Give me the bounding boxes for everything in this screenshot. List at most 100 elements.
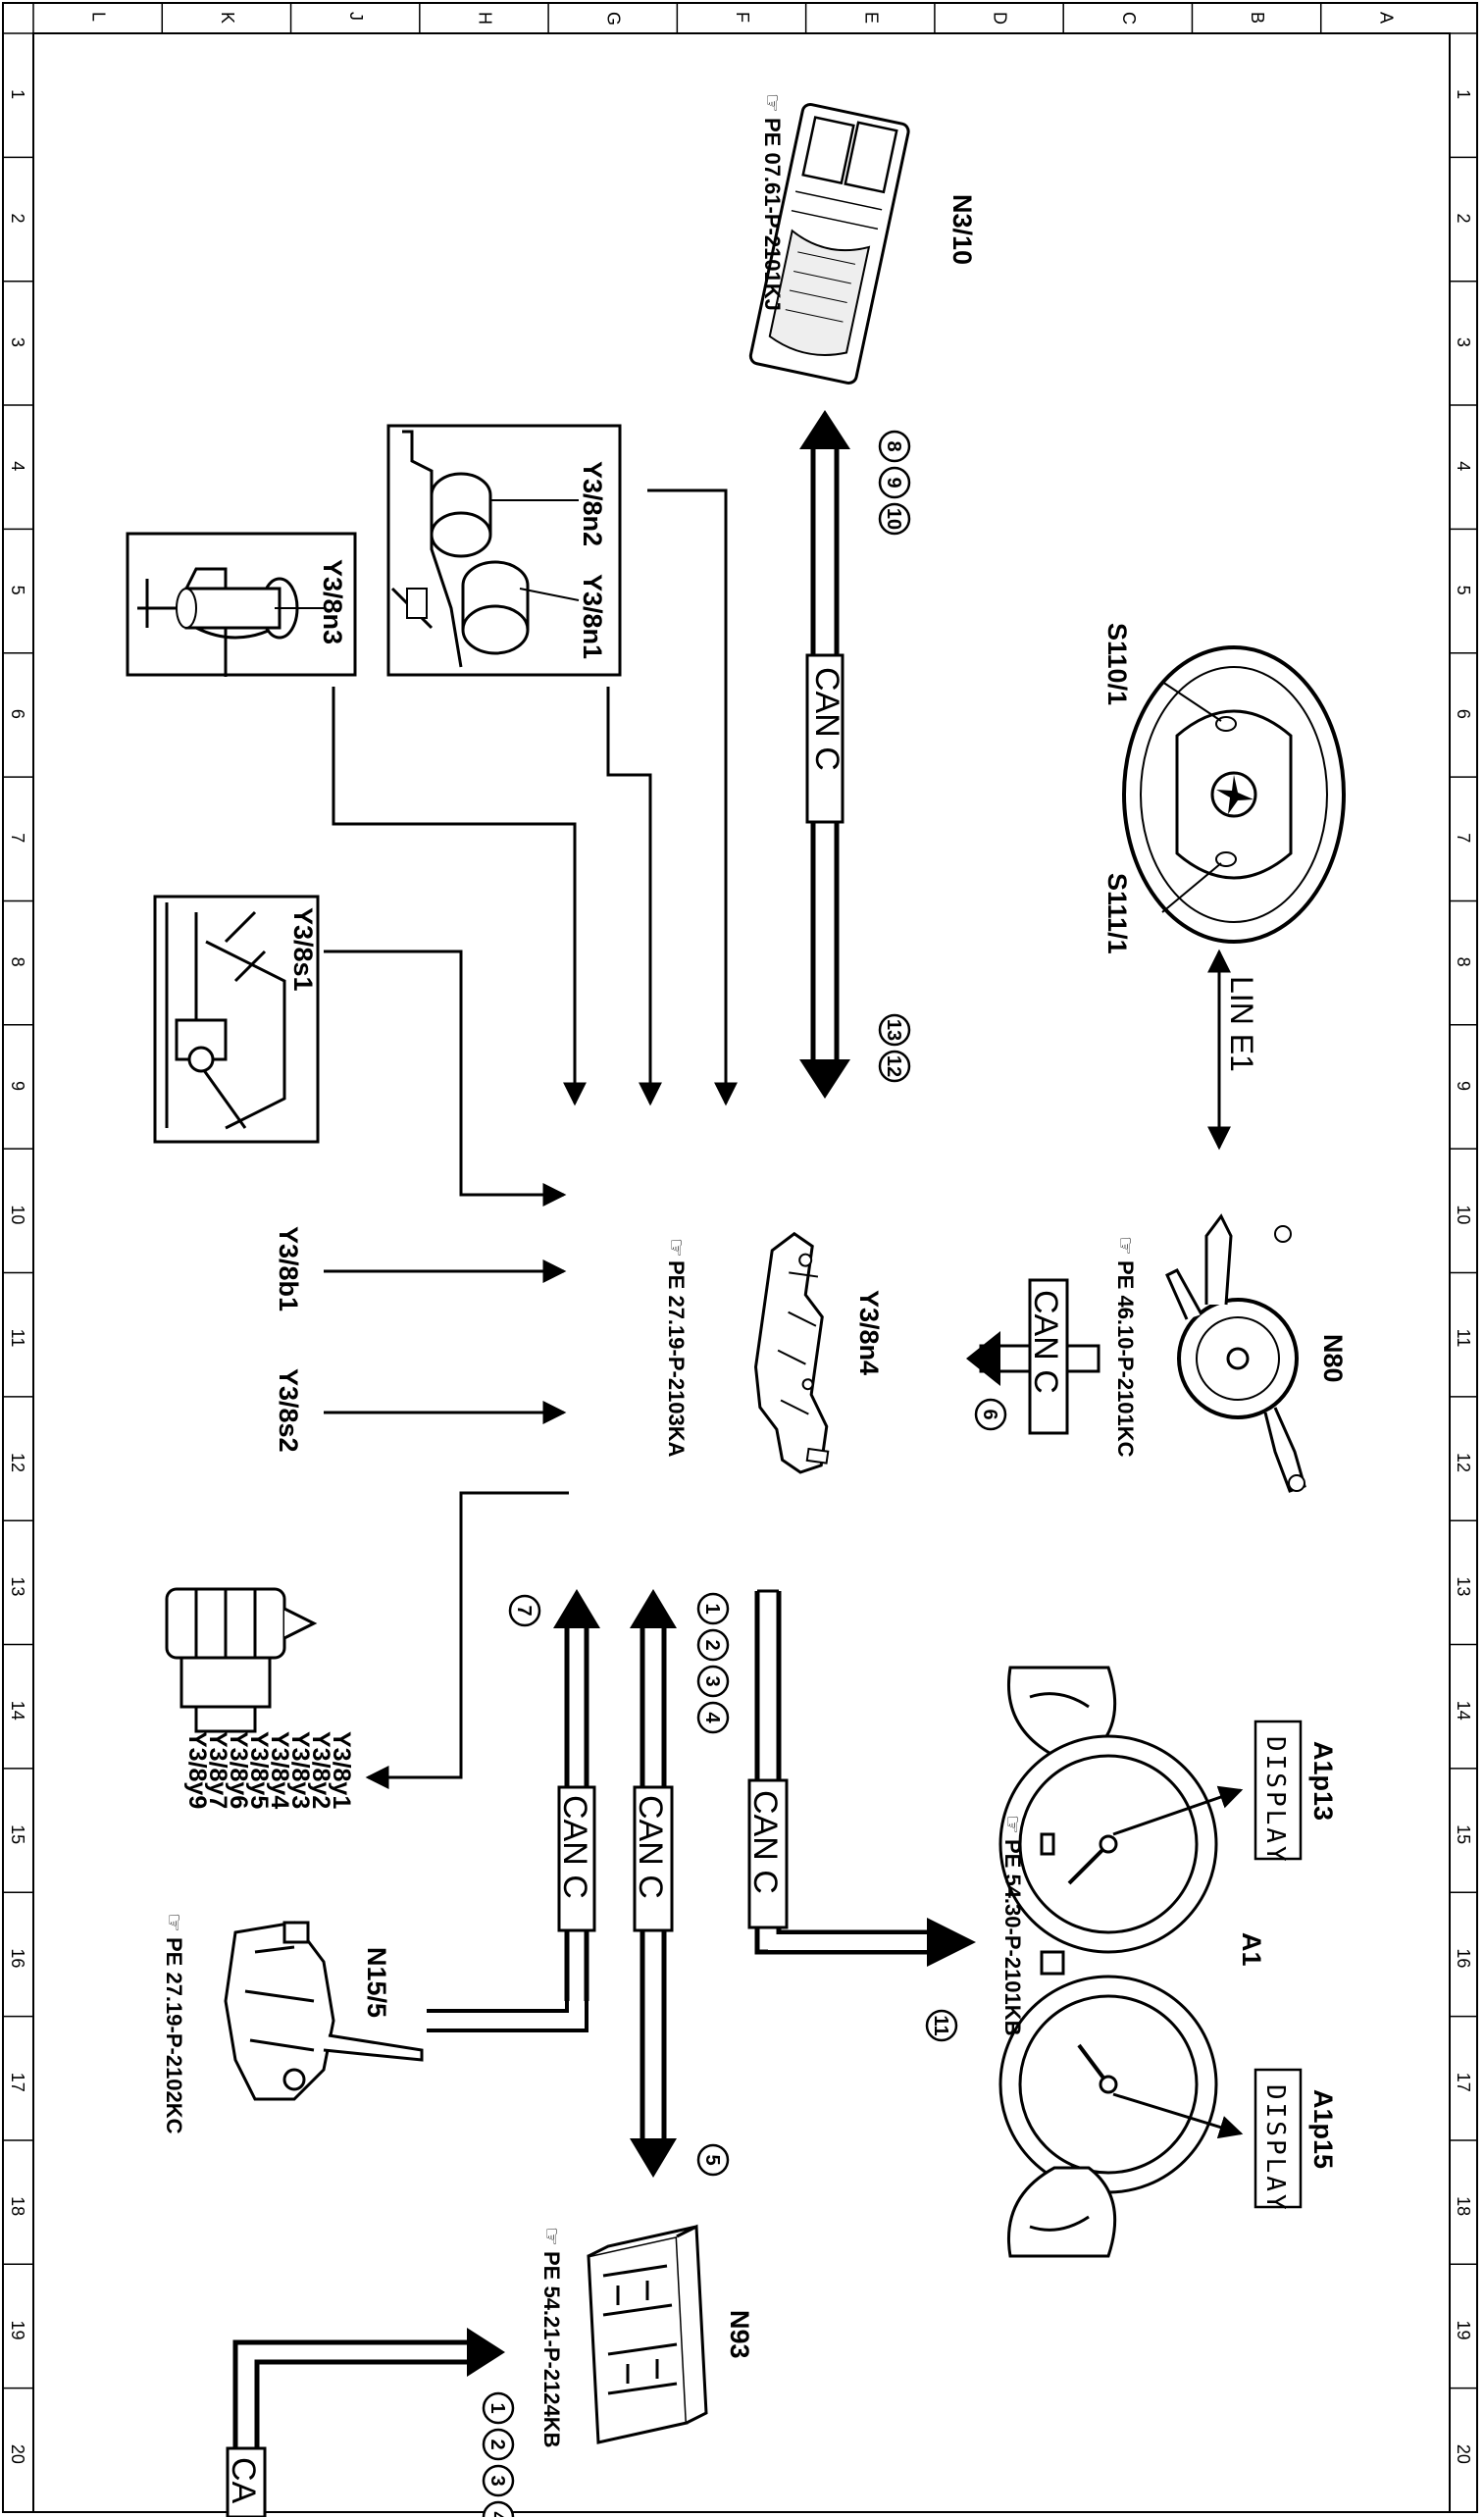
grid-row-label: 5 (8, 586, 27, 595)
lin-e1-label: LIN E1 (1224, 976, 1259, 1072)
grid-column-label: G (604, 12, 624, 26)
n93-module-icon (587, 2224, 708, 2444)
callout-circle (482, 2464, 515, 2497)
grid-row-label: 12 (8, 1453, 27, 1472)
callout-number: 4 (701, 1712, 723, 1723)
callout-circle (878, 1050, 911, 1083)
grid-row-label: 2 (1454, 214, 1473, 224)
grid-row-label: 17 (8, 2073, 27, 2092)
callout-number: 11 (930, 2015, 951, 2035)
document-ref-icon: ☞ (1000, 1815, 1025, 1834)
valve-label: Y3/8y7 (204, 1731, 231, 1809)
inner-border (32, 32, 1451, 2513)
callout-number: 12 (883, 1055, 904, 1077)
can-c-bus-n3-10 (799, 410, 850, 1099)
grid-row-label: 17 (1454, 2073, 1473, 2092)
grid-row-label: 10 (1454, 1205, 1473, 1224)
valve-label: Y3/8y4 (266, 1731, 293, 1809)
grid-row-label: 9 (1454, 1081, 1473, 1091)
a1p15-label: A1p15 (1308, 2089, 1338, 2169)
callout-number: 6 (979, 1409, 1000, 1419)
y3-8s2-label: Y3/8s2 (274, 1368, 303, 1453)
y3-8s1-wire (324, 950, 567, 1207)
grid-row-label: 4 (1454, 461, 1473, 471)
a1-ref[interactable]: PE 54.30-P-2101KB (1000, 1839, 1025, 2036)
n93-ref[interactable]: PE 54.21-P-2124KB (539, 2251, 564, 2448)
grid-row-label: 16 (8, 1948, 27, 1968)
s110-1-label: S110/1 (1102, 623, 1132, 705)
document-ref-icon: ☞ (760, 93, 785, 113)
n80-steering-column-module-icon (1165, 1213, 1306, 1493)
grid-row-label: 18 (8, 2196, 27, 2216)
a1-instrument-cluster-icon (998, 1666, 1218, 2258)
n80-ref[interactable]: PE 46.10-P-2101KC (1113, 1260, 1138, 1458)
n15-5-module-icon (224, 1921, 424, 2101)
grid-column-label: L (89, 12, 109, 22)
s111-1-label: S111/1 (1102, 873, 1132, 954)
y3-8n4-module-icon (754, 1231, 830, 1474)
grid-row-label: 19 (1454, 2320, 1473, 2339)
grid-row-label: 2 (8, 214, 27, 224)
valve-plug-icon (165, 1587, 318, 1733)
a1p13-display-text: DISPLAY (1260, 1736, 1290, 1865)
callout-number: 8 (883, 440, 904, 451)
n3-10-ref[interactable]: PE 07.61-P-2101KJ (760, 118, 785, 311)
grid-row-label: 3 (1454, 337, 1473, 347)
grid-row-label: 1 (1454, 89, 1473, 99)
callout-circle (878, 1013, 911, 1047)
n15-5-ref[interactable]: PE 27.19-P-2102KC (162, 1937, 186, 2134)
grid-row-label: 8 (8, 957, 27, 967)
y3-8b1-label: Y3/8b1 (274, 1226, 303, 1311)
callouts-n80: 6 (974, 1398, 1007, 1431)
a1-label: A1 (1237, 1932, 1266, 1967)
can-partial-label: CA (225, 2457, 262, 2504)
callout-circle (974, 1398, 1007, 1431)
y3-8n1-label: Y3/8n1 (578, 574, 607, 659)
grid-row-label: 20 (8, 2444, 27, 2464)
can-c-bus-a1 (747, 1589, 976, 1967)
n15-5-label: N15/5 (362, 1947, 391, 2018)
a1p13-label: A1p13 (1308, 1741, 1338, 1821)
document-ref-icon: ☞ (1113, 1236, 1138, 1256)
grid-row-label: 7 (8, 833, 27, 843)
grid-row-label: 13 (8, 1576, 27, 1596)
can-c-bus-n15-5 (427, 1589, 600, 2032)
a1p15-display-text: DISPLAY (1260, 2084, 1290, 2213)
grid-row-label: 6 (1454, 709, 1473, 719)
grid-column-label: A (1376, 12, 1396, 24)
callout-number: 3 (701, 1675, 723, 1686)
valve-label-list: Y3/8y1Y3/8y2Y3/8y3Y3/8y4Y3/8y5Y3/8y6Y3/8… (183, 1731, 355, 1809)
steering-wheel-icon (1122, 645, 1346, 944)
valve-label: Y3/8y3 (286, 1731, 314, 1809)
callout-circle (508, 1594, 541, 1627)
grid-row-label: 9 (8, 1081, 27, 1091)
n93-label: N93 (725, 2310, 754, 2359)
callout-number: 1 (486, 2402, 508, 2413)
y3-8n4-ref[interactable]: PE 27.19-P-2103KA (664, 1260, 689, 1458)
grid-row-label: 15 (1454, 1824, 1473, 1844)
grid-row-label: 11 (1454, 1329, 1473, 1348)
grid-column-label: F (733, 12, 752, 23)
grid-row-label: 15 (8, 1824, 27, 1844)
can-c-label-a1: CAN C (746, 1790, 784, 1894)
y3-8n4-label: Y3/8n4 (854, 1290, 884, 1375)
n3-10-control-unit-icon (748, 102, 910, 385)
grid-row-label: 14 (8, 1701, 27, 1721)
grid-row-label: 10 (8, 1205, 27, 1224)
grid-row-label: 11 (8, 1329, 27, 1348)
y3-8n3-sensor-icon (137, 567, 324, 677)
y3-8s1-label: Y3/8s1 (288, 907, 318, 992)
y3-8s1-switch-icon (165, 902, 286, 1130)
callout-circle (482, 2391, 515, 2425)
callout-circle (696, 1628, 730, 1662)
can-c-bus-main (630, 1589, 677, 2178)
grid-row-label: 13 (1454, 1576, 1473, 1596)
grid-row-label: 19 (8, 2320, 27, 2339)
grid-column-label: H (475, 12, 494, 25)
